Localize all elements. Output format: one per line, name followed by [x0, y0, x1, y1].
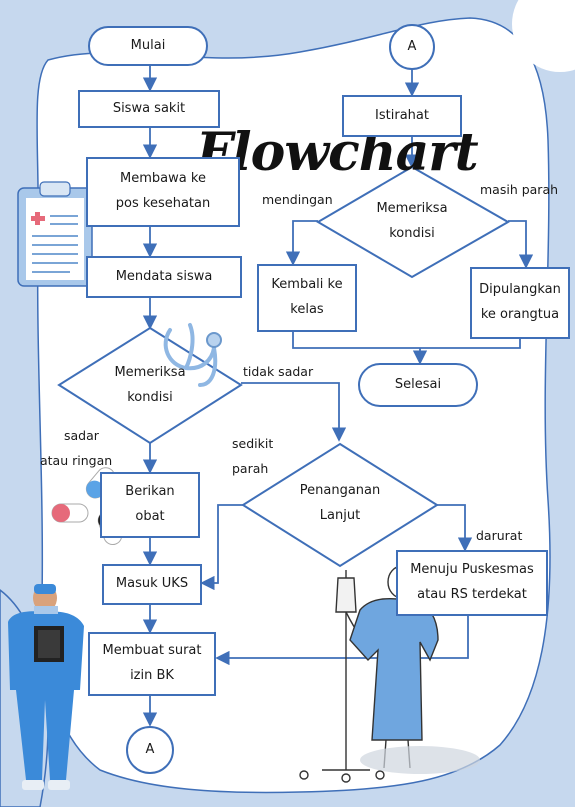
decision-1-text: Memeriksa kondisi — [90, 358, 210, 414]
surat-label-line1: Membuat surat — [102, 643, 202, 659]
process-membawa: Membawa ke pos kesehatan — [86, 157, 240, 227]
dipulangkan-label-line2: ke orangtua — [480, 307, 560, 322]
siswa-sakit-label: Siswa sakit — [112, 100, 186, 116]
edge-label-mendingan: mendingan — [262, 192, 333, 207]
edge-label-sadar-line2: atau ringan — [40, 453, 113, 468]
process-mendata: Mendata siswa — [86, 256, 242, 298]
decision-2-label-line2: Lanjut — [319, 508, 361, 523]
decision-3-label-line2: kondisi — [389, 226, 435, 241]
decision-diamond-3 — [316, 165, 511, 279]
stethoscope-icon — [163, 323, 222, 387]
arrow-masih-parah — [508, 220, 534, 269]
kembali-label-line1: Kembali ke — [271, 277, 343, 293]
edge-label-darurat: darurat — [476, 528, 523, 543]
edge-label-tidak-sadar: tidak sadar — [243, 364, 314, 379]
process-dipulangkan: Dipulangkan ke orangtua — [470, 267, 570, 339]
surat-label-line2: izin BK — [130, 668, 174, 683]
edge-label-masih-parah: masih parah — [480, 182, 559, 197]
decision-1-label-line2: kondisi — [127, 390, 173, 405]
berikan-label-line2: obat — [135, 509, 165, 524]
decision-3-text: Memeriksa kondisi — [352, 194, 472, 250]
patient-with-iv-illustration — [299, 565, 480, 783]
decision-1-label-line1: Memeriksa — [114, 365, 186, 381]
process-berikan-obat: Berikan obat — [100, 472, 200, 538]
process-kembali-ke-kelas: Kembali ke kelas — [257, 264, 357, 332]
arrow-mendingan — [285, 220, 318, 266]
process-menuju-puskesmas: Menuju Puskesmas atau RS terdekat — [396, 550, 548, 616]
doctor-illustration — [8, 584, 84, 790]
end-label: Selesai — [394, 376, 442, 392]
arrow-darurat — [437, 504, 473, 552]
line-kembali-to-join — [292, 330, 420, 349]
start-label: Mulai — [130, 37, 166, 53]
arrow-puskesmas-to-surat — [215, 615, 469, 666]
process-istirahat: Istirahat — [342, 95, 462, 137]
menuju-label-line2: atau RS terdekat — [417, 587, 527, 602]
arrow-sedikit-parah — [200, 504, 243, 591]
connector-a-bottom: A — [126, 726, 174, 774]
kembali-label-line2: kelas — [290, 302, 324, 317]
line-dipulangkan-to-join — [420, 338, 521, 349]
mendata-label: Mendata siswa — [115, 268, 213, 284]
arrow-tidak-sadar — [241, 382, 347, 442]
membawa-label-line2: pos kesehatan — [115, 196, 211, 211]
process-membuat-surat: Membuat surat izin BK — [88, 632, 216, 696]
connector-a-bottom-label: A — [145, 741, 155, 757]
menuju-label-line1: Menuju Puskesmas — [410, 562, 534, 578]
masuk-uks-label: Masuk UKS — [115, 576, 189, 592]
decision-3-label-line1: Memeriksa — [376, 201, 448, 217]
edge-label-sedikit-line2: parah — [232, 461, 269, 476]
process-siswa-sakit: Siswa sakit — [78, 90, 220, 128]
clipboard-icon — [17, 181, 93, 287]
dipulangkan-label-line1: Dipulangkan — [479, 282, 561, 298]
process-masuk-uks: Masuk UKS — [102, 564, 202, 605]
decision-2-label-line1: Penanganan — [299, 483, 381, 499]
corner-circle — [512, 0, 575, 72]
decision-diamond-1 — [57, 326, 243, 445]
berikan-label-line1: Berikan — [125, 484, 175, 500]
connector-a-top: A — [389, 24, 435, 70]
istirahat-label: Istirahat — [375, 107, 429, 123]
membawa-label-line1: Membawa ke — [120, 171, 206, 187]
end-terminal: Selesai — [358, 363, 478, 407]
start-terminal: Mulai — [88, 26, 208, 66]
edge-label-sedikit-line1: sedikit — [232, 436, 274, 451]
decision-2-text: Penanganan Lanjut — [280, 476, 400, 532]
connector-a-top-label: A — [407, 38, 417, 54]
edge-label-sadar-line1: sadar — [64, 428, 99, 443]
decision-diamond-2 — [241, 442, 439, 568]
